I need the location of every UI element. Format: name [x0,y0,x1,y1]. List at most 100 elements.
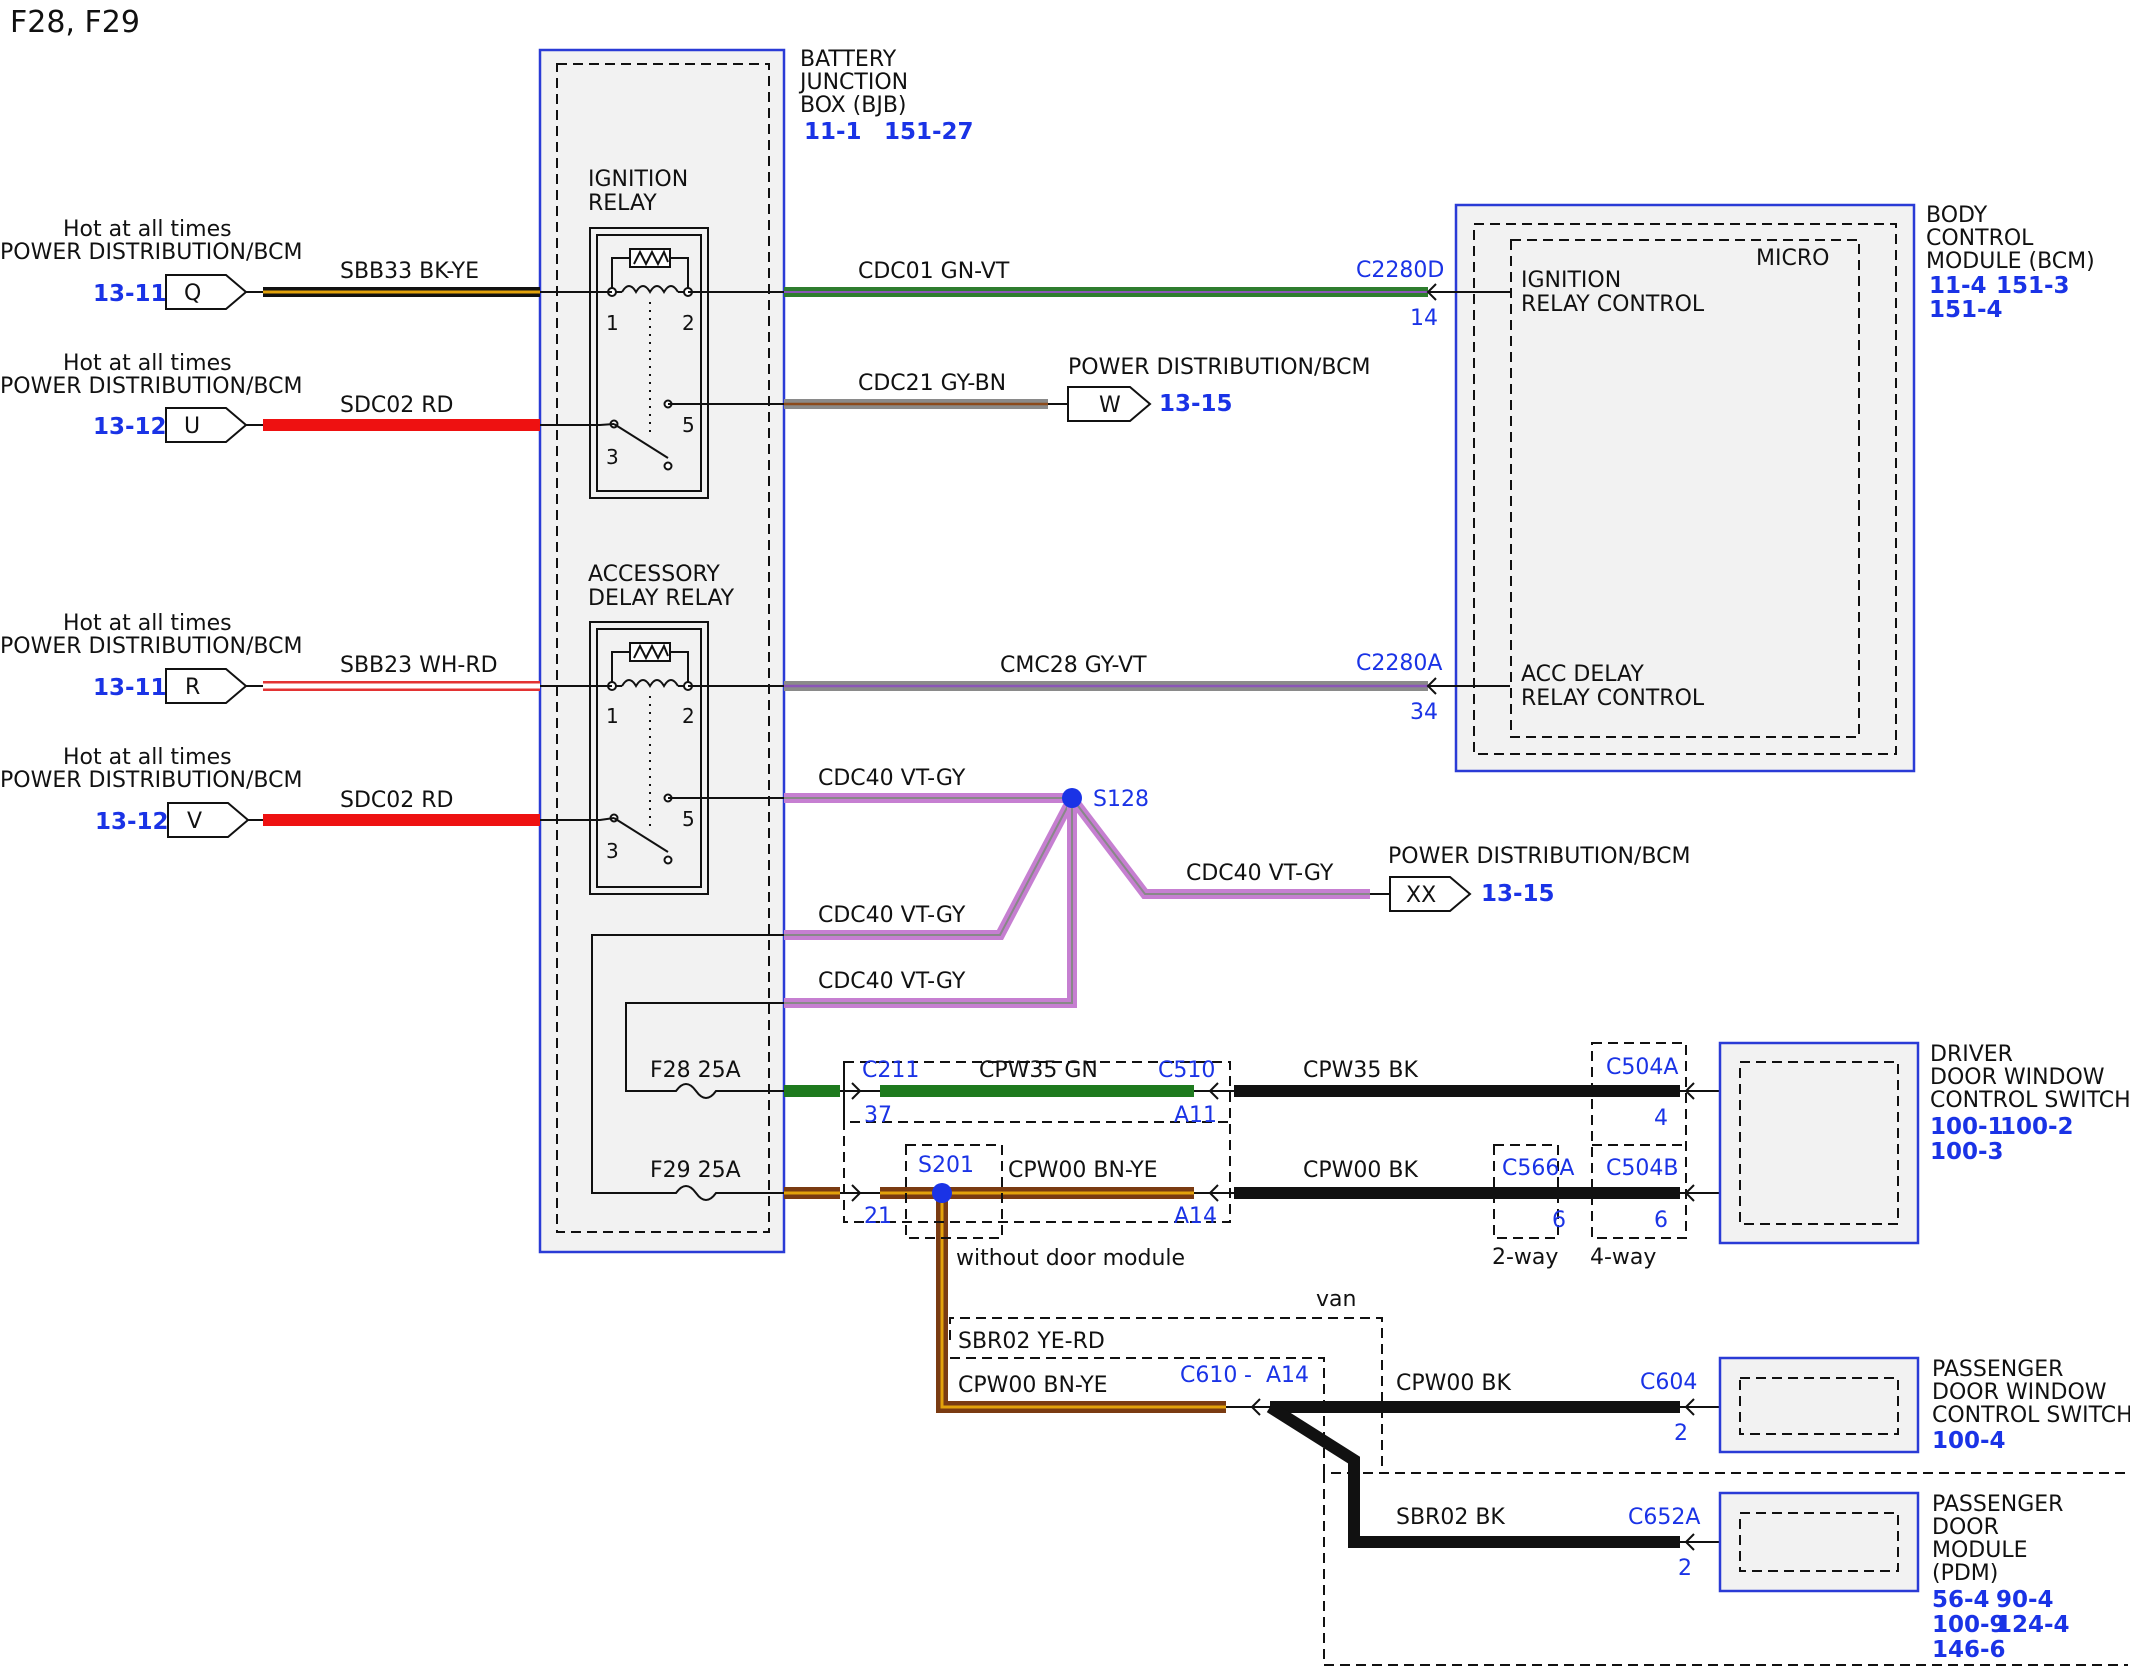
input-q-letter: Q [184,281,201,306]
wire-cmc28: CMC28 GY-VT [1000,653,1147,678]
pdm-ref-4[interactable]: 124-4 [1996,1612,2070,1638]
bjb-label-3: BOX (BJB) [800,93,907,118]
bjb-label-2: JUNCTION [798,70,908,95]
pdm-label-3: MODULE [1932,1538,2028,1563]
input-v-letter: V [187,809,202,834]
pdm-ref-2[interactable]: 90-4 [1996,1587,2054,1613]
pass-switch-ref-1[interactable]: 100-4 [1932,1428,2006,1454]
ign-pin-3: 3 [606,445,619,469]
driver-label-2: DOOR WINDOW [1930,1065,2105,1090]
input-q-source: POWER DISTRIBUTION/BCM [0,240,302,265]
bcm-label-2: CONTROL [1926,226,2034,251]
pdm-ref-1[interactable]: 56-4 [1932,1587,1990,1613]
bjb-ref-1: 11-1 [804,119,862,145]
wire-cpw00-bnye: CPW00 BN-YE [1008,1158,1158,1183]
driver-ref-1[interactable]: 100-1 [1930,1114,2004,1140]
bcm-acc-label-2: RELAY CONTROL [1521,686,1705,711]
connector-c2280a-pin: 34 [1410,700,1438,725]
relay-output-wires [591,287,1472,1201]
bcm-label-3: MODULE (BCM) [1926,249,2095,274]
input-v-ref[interactable]: 13-12 [95,809,169,835]
two-way-label: 2-way [1492,1245,1558,1270]
pd-xx-letter: XX [1406,883,1436,908]
connector-c211: C211 [862,1058,919,1083]
connector-c610-pin-a14: A14 [1266,1363,1309,1388]
bcm-ref-1[interactable]: 11-4 [1929,273,1987,299]
ignition-relay-label-2: RELAY [588,191,657,216]
fuse-f29: F29 25A [650,1158,741,1183]
input-wires [165,274,615,838]
pd-xx-label: POWER DISTRIBUTION/BCM [1388,844,1690,869]
window-circuit-wires [784,1042,2128,1666]
acc-pin-5: 5 [682,807,695,831]
connector-c652a: C652A [1628,1505,1700,1530]
bcm-ref-3[interactable]: 151-4 [1929,297,2003,323]
connector-c510: C510 [1158,1058,1215,1083]
connector-c604-pin: 2 [1674,1421,1688,1446]
pdm-ref-3[interactable]: 100-9 [1932,1612,2006,1638]
connector-c610-dash: - [1244,1363,1252,1388]
driver-label-3: CONTROL SWITCH [1930,1088,2130,1113]
four-way-label: 4-way [1590,1245,1656,1270]
input-q-ref[interactable]: 13-11 [93,281,167,307]
bcm-micro: MICRO [1756,246,1829,271]
input-v-hot: Hot at all times [63,745,232,770]
wire-cdc01: CDC01 GN-VT [858,259,1010,284]
connector-c510-pin-a14: A14 [1174,1204,1217,1229]
bcm-acc-label-1: ACC DELAY [1521,662,1644,687]
ignition-relay-label-1: IGNITION [588,167,688,192]
splice-s128: S128 [1093,787,1149,812]
pdm-ref-5[interactable]: 146-6 [1932,1637,2006,1663]
connector-c504b: C504B [1606,1156,1678,1181]
wire-cpw00-bnye-2: CPW00 BN-YE [958,1373,1108,1398]
acc-relay-symbol [607,642,693,865]
wire-cdc40-a: CDC40 VT-GY [818,766,966,791]
connector-c211-pin-21: 21 [864,1204,892,1229]
pd-w-ref[interactable]: 13-15 [1159,391,1233,417]
wire-cdc40-b: CDC40 VT-GY [1186,861,1334,886]
wire-cdc40-c: CDC40 VT-GY [818,903,966,928]
pdm-label-4: (PDM) [1932,1561,1998,1586]
body-control-module [1426,203,1916,773]
van-label: van [1316,1287,1356,1312]
input-r-ref[interactable]: 13-11 [93,675,167,701]
connector-c510-pin-a11: A11 [1174,1103,1217,1128]
bcm-ign-label-2: RELAY CONTROL [1521,292,1705,317]
connector-c504a: C504A [1606,1055,1678,1080]
connector-c504b-pin: 6 [1654,1208,1668,1233]
ign-pin-1: 1 [606,311,619,335]
connector-c566a-pin: 6 [1552,1208,1566,1233]
input-u-source: POWER DISTRIBUTION/BCM [0,374,302,399]
connector-c604: C604 [1640,1370,1697,1395]
acc-pin-3: 3 [606,839,619,863]
driver-ref-2[interactable]: 100-2 [2000,1114,2074,1140]
input-r-letter: R [185,675,200,700]
driver-ref-3[interactable]: 100-3 [1930,1139,2004,1165]
wire-cdc21: CDC21 GY-BN [858,371,1006,396]
input-v-source: POWER DISTRIBUTION/BCM [0,768,302,793]
wire-sbb33: SBB33 BK-YE [340,259,479,284]
input-r-source: POWER DISTRIBUTION/BCM [0,634,302,659]
acc-pin-2: 2 [682,704,695,728]
diagram-title: F28, F29 [10,5,140,40]
pd-xx-ref[interactable]: 13-15 [1481,881,1555,907]
driver-label-1: DRIVER [1930,1042,2013,1067]
bjb-ref-2: 151-27 [884,119,974,145]
input-r-hot: Hot at all times [63,611,232,636]
ign-pin-5: 5 [682,413,695,437]
input-u-ref[interactable]: 13-12 [93,414,167,440]
connector-c2280a: C2280A [1356,651,1442,676]
pass-switch-label-1: PASSENGER [1932,1357,2063,1382]
passenger-door-module-box [1718,1491,1920,1593]
acc-pin-1: 1 [606,704,619,728]
pd-w-label: POWER DISTRIBUTION/BCM [1068,355,1370,380]
connector-c610: C610 [1180,1363,1237,1388]
bcm-ref-2[interactable]: 151-3 [1996,273,2070,299]
pdm-label-1: PASSENGER [1932,1492,2063,1517]
input-q-hot: Hot at all times [63,217,232,242]
wire-cpw00-bk-2: CPW00 BK [1396,1371,1511,1396]
pass-switch-label-2: DOOR WINDOW [1932,1380,2107,1405]
wire-cpw35-gn: CPW35 GN [979,1058,1098,1083]
wire-sbb23: SBB23 WH-RD [340,653,498,678]
